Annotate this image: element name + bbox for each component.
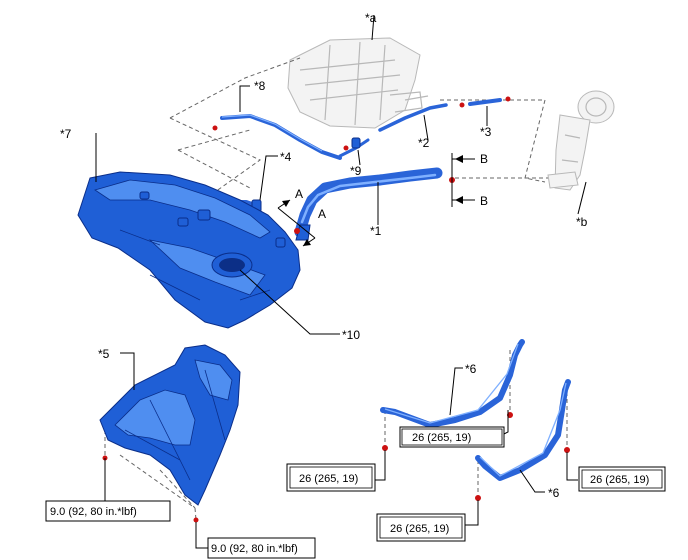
- torque-value: 9.0 (92, 80 in.*lbf): [211, 543, 298, 555]
- pipe-3: [468, 98, 502, 106]
- pipe-9: [338, 137, 370, 158]
- section-a-lower: A: [318, 207, 326, 221]
- section-a-marker: [277, 199, 316, 247]
- callout-7: *7: [60, 127, 72, 141]
- callout-6-upper: *6: [465, 362, 477, 376]
- section-letters: A A B B: [295, 152, 488, 221]
- torque-value: 26 (265, 19): [590, 474, 649, 486]
- fuel-tank-protector: [99, 344, 241, 506]
- fuel-tank-band-upper: [380, 339, 525, 428]
- torque-box-band-right-lower: 26 (265, 19): [376, 513, 466, 542]
- torque-value: 26 (265, 19): [299, 473, 358, 485]
- callout-3: *3: [480, 125, 492, 139]
- pipe-8: [220, 114, 342, 160]
- torque-box-band-right: 26 (265, 19): [578, 466, 666, 492]
- leader-lines: [95, 14, 587, 549]
- callout-4: *4: [280, 150, 292, 164]
- callout-8: *8: [254, 79, 266, 93]
- filler-pipe: [294, 167, 443, 241]
- section-b-marker: [451, 153, 475, 207]
- torque-box-protector-lower: 9.0 (92, 80 in.*lbf): [207, 537, 316, 559]
- torque-box-band-left-top: 26 (265, 19): [399, 426, 505, 448]
- engine-ghost: [287, 37, 429, 129]
- fuel-tank: [77, 171, 301, 329]
- section-a-upper: A: [295, 187, 303, 201]
- callout-a: *a: [365, 11, 377, 25]
- callout-2: *2: [418, 136, 430, 150]
- callout-5: *5: [98, 347, 110, 361]
- torque-value: 26 (265, 19): [412, 432, 471, 444]
- fuel-tank-band-lower: [475, 379, 571, 481]
- torque-box-protector-upper: 9.0 (92, 80 in.*lbf): [45, 500, 171, 522]
- callout-6-lower: *6: [548, 486, 560, 500]
- torque-value: 26 (265, 19): [390, 523, 449, 535]
- callout-labels: *a *8 *7 *4 *9 *2 *3 *1 *b *10 *5 *6 *6: [60, 11, 588, 500]
- callout-9: *9: [350, 164, 362, 178]
- section-b-upper: B: [480, 152, 488, 166]
- torque-box-band-left-bottom: 26 (265, 19): [286, 463, 376, 492]
- callout-1: *1: [370, 224, 382, 238]
- section-b-lower: B: [480, 194, 488, 208]
- fuel-pump-ghost: [547, 90, 615, 191]
- torque-value: 9.0 (92, 80 in.*lbf): [50, 506, 137, 518]
- pipe-2: [378, 103, 448, 132]
- callout-b: *b: [576, 215, 588, 229]
- callout-10: *10: [342, 328, 360, 342]
